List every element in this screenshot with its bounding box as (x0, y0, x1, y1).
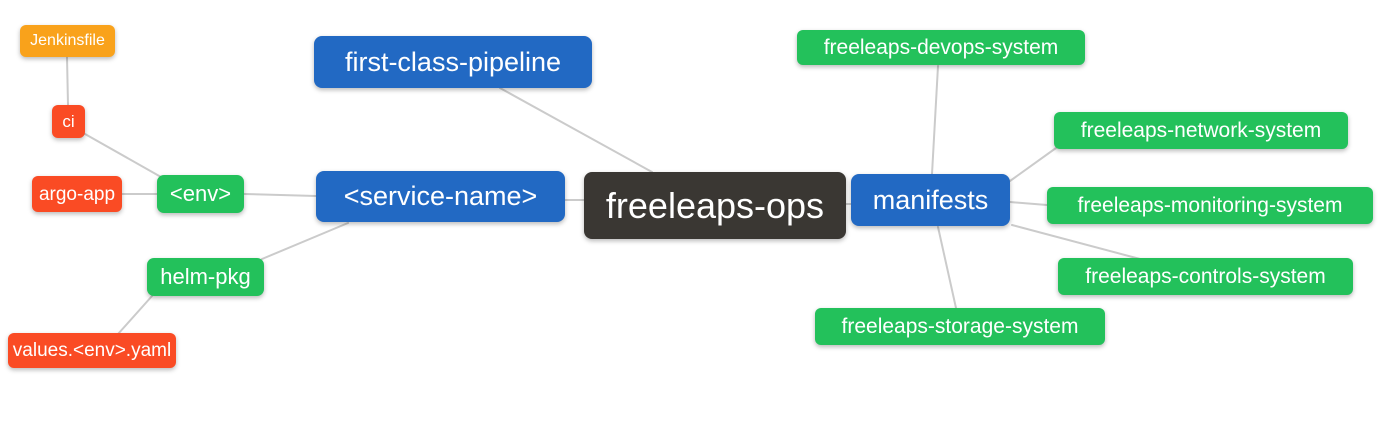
edge-manifests-storage-system (937, 226, 957, 309)
node-helm-pkg[interactable]: helm-pkg (147, 258, 264, 296)
node-freeleaps-network-system[interactable]: freeleaps-network-system (1054, 112, 1348, 149)
edge-ci-env (84, 133, 162, 178)
node-freeleaps-devops-system[interactable]: freeleaps-devops-system (797, 30, 1085, 65)
node-freeleaps-ops-root[interactable]: freeleaps-ops (584, 172, 846, 239)
node-service-name[interactable]: <service-name> (316, 171, 565, 222)
edge-env-service-name (243, 193, 317, 197)
edge-first-class-pipeline-ops (499, 87, 653, 173)
edge-manifests-network-system (1009, 147, 1057, 182)
node-freeleaps-monitoring-system[interactable]: freeleaps-monitoring-system (1047, 187, 1373, 224)
edge-manifests-monitoring-system (1009, 201, 1048, 206)
node-jenkinsfile[interactable]: Jenkinsfile (20, 25, 115, 57)
edge-jenkinsfile-ci (66, 56, 69, 106)
edge-values-helm-pkg (117, 295, 153, 335)
node-env[interactable]: <env> (157, 175, 244, 213)
edge-manifests-devops-system (931, 65, 939, 175)
edge-manifests-controls-system (1011, 224, 1141, 260)
node-freeleaps-storage-system[interactable]: freeleaps-storage-system (815, 308, 1105, 345)
node-manifests[interactable]: manifests (851, 174, 1010, 226)
node-freeleaps-controls-system[interactable]: freeleaps-controls-system (1058, 258, 1353, 295)
node-first-class-pipeline[interactable]: first-class-pipeline (314, 36, 592, 88)
node-ci[interactable]: ci (52, 105, 85, 138)
node-values-env-yaml[interactable]: values.<env>.yaml (8, 333, 176, 368)
node-argo-app[interactable]: argo-app (32, 176, 122, 212)
edge-helm-pkg-service-name (261, 222, 349, 260)
